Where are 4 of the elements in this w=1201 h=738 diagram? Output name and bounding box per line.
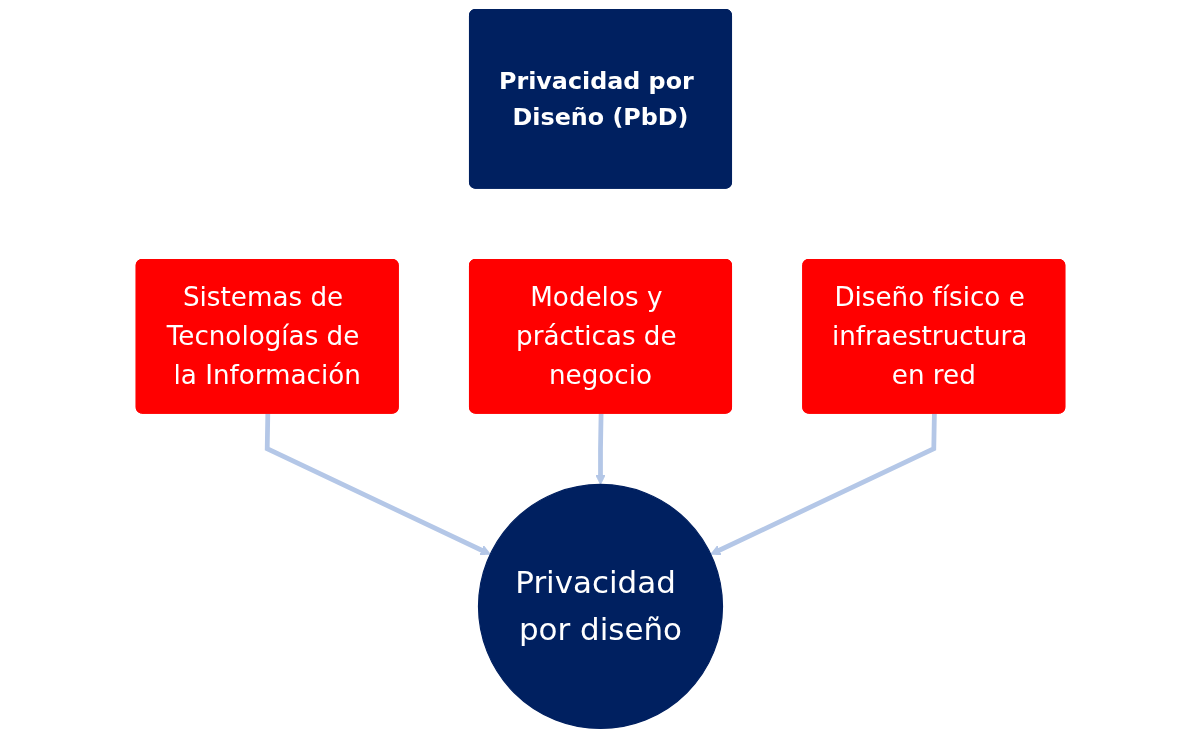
arrow xyxy=(595,413,606,485)
node-circle: Privacidad por diseño xyxy=(477,483,724,730)
arrow xyxy=(264,413,491,555)
arrow xyxy=(710,413,937,555)
